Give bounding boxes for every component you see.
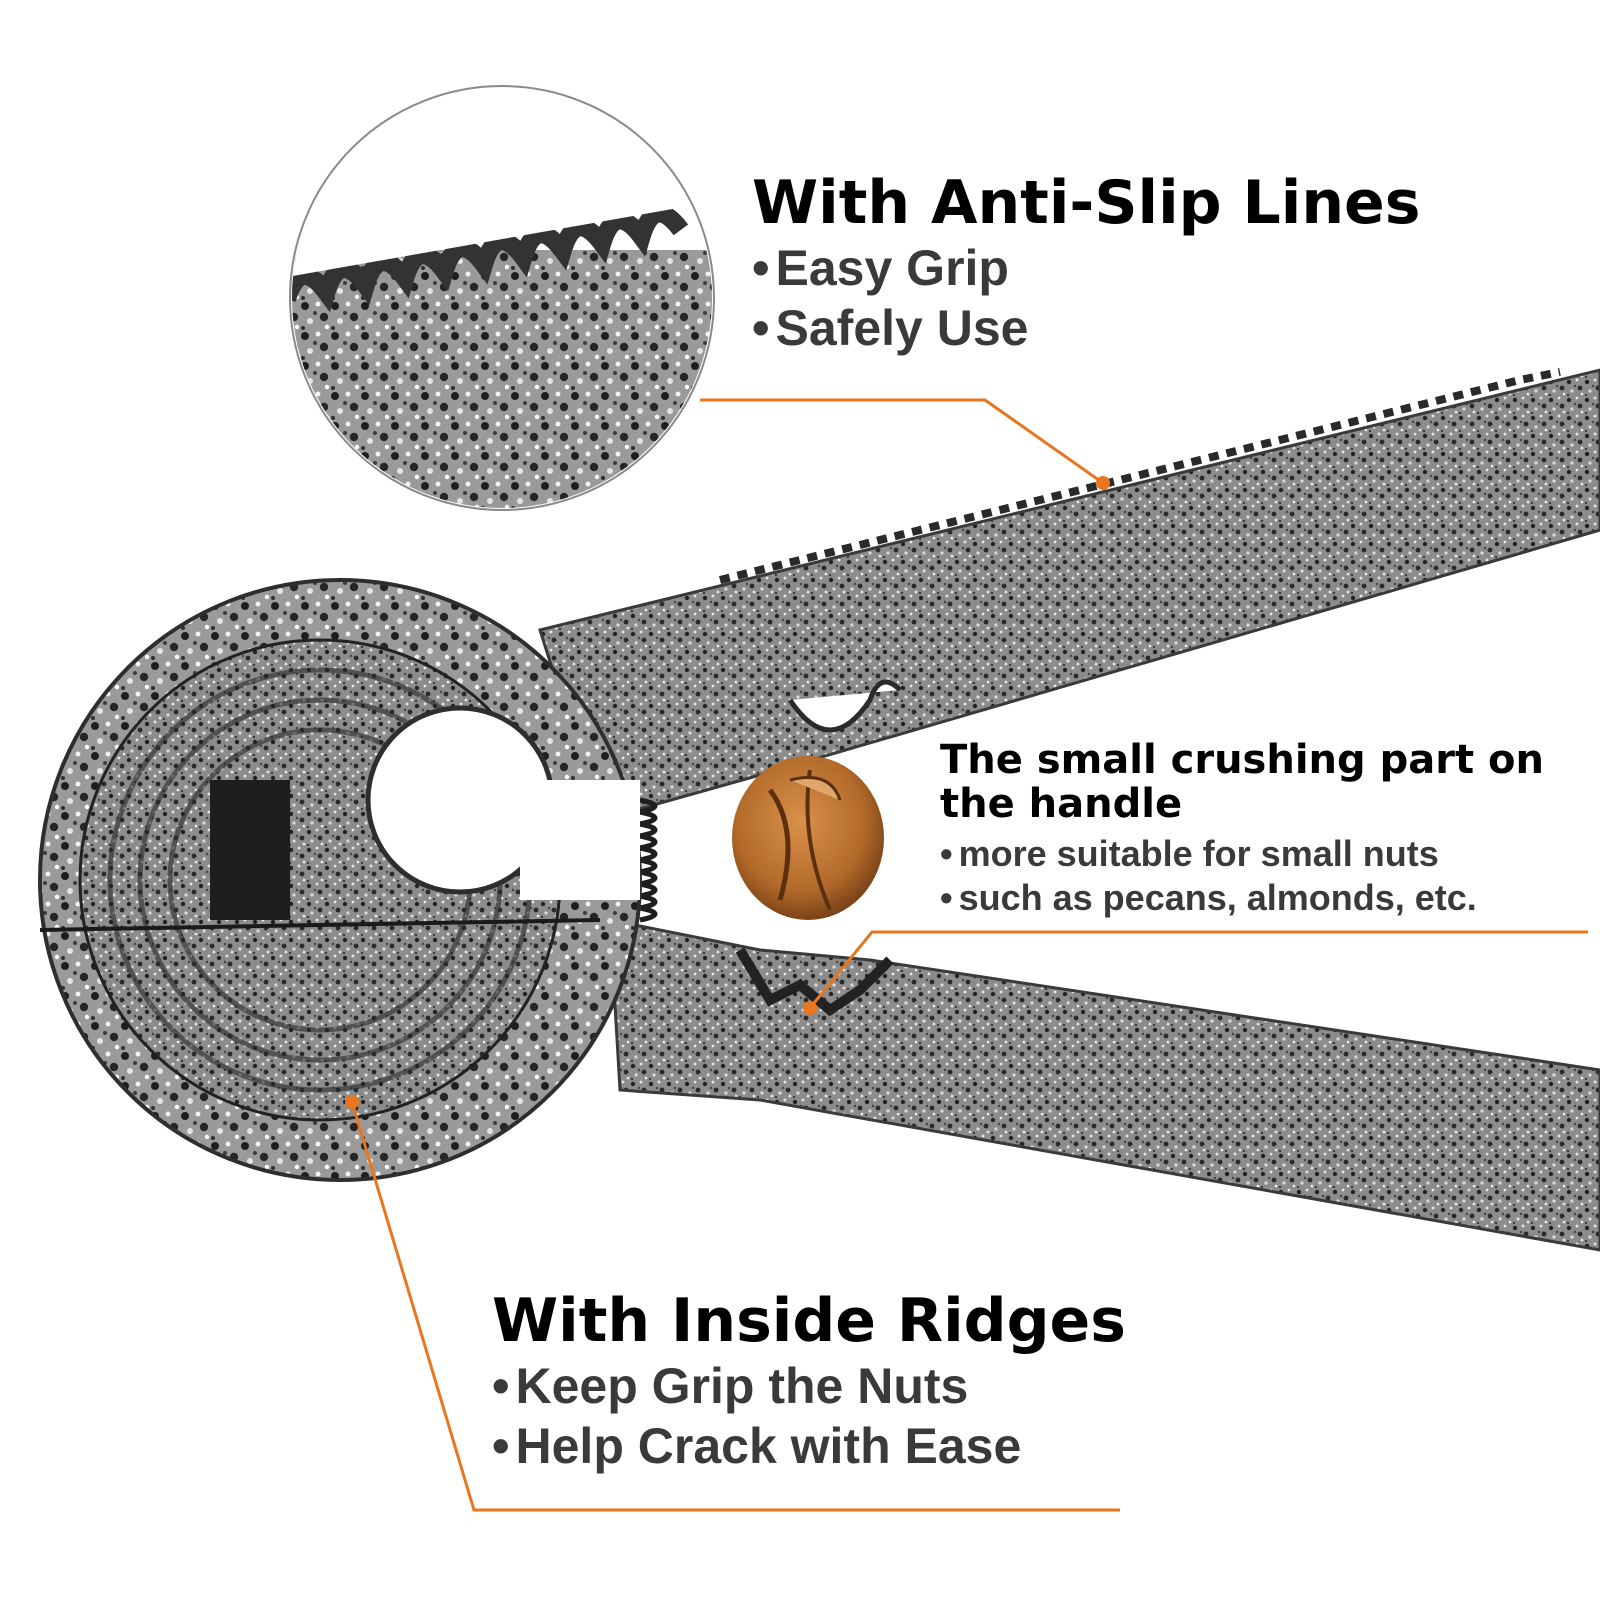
feature-inside-ridges: With Inside Ridges Keep Grip the Nuts He… <box>492 1286 1126 1476</box>
zoom-circle-anti-slip <box>289 85 715 511</box>
feature-bullet: Easy Grip <box>752 238 1420 298</box>
callout-line-crushing <box>803 930 1588 1015</box>
feature-crushing-part: The small crushing part on the handle mo… <box>940 738 1580 920</box>
feature-bullet-list: more suitable for small nuts such as pec… <box>940 832 1580 920</box>
feature-title: With Inside Ridges <box>492 1286 1126 1356</box>
feature-bullet-list: Keep Grip the Nuts Help Crack with Ease <box>492 1356 1126 1476</box>
callout-line-ridges <box>345 1095 1120 1512</box>
spring <box>639 797 658 923</box>
feature-bullet: Keep Grip the Nuts <box>492 1356 1126 1416</box>
feature-bullet-list: Easy Grip Safely Use <box>752 238 1420 358</box>
lower-handle <box>608 918 1600 1252</box>
feature-bullet: Safely Use <box>752 298 1420 358</box>
feature-title: The small crushing part on the handle <box>940 737 1544 827</box>
feature-bullet: Help Crack with Ease <box>492 1416 1126 1476</box>
callout-line-anti-slip <box>700 398 1110 490</box>
feature-bullet: such as pecans, almonds, etc. <box>940 876 1580 920</box>
nut-image <box>732 756 884 920</box>
feature-bullet: more suitable for small nuts <box>940 832 1580 876</box>
cracker-jaw <box>38 578 642 1182</box>
feature-anti-slip: With Anti-Slip Lines Easy Grip Safely Us… <box>752 168 1420 358</box>
feature-title: With Anti-Slip Lines <box>752 168 1421 238</box>
